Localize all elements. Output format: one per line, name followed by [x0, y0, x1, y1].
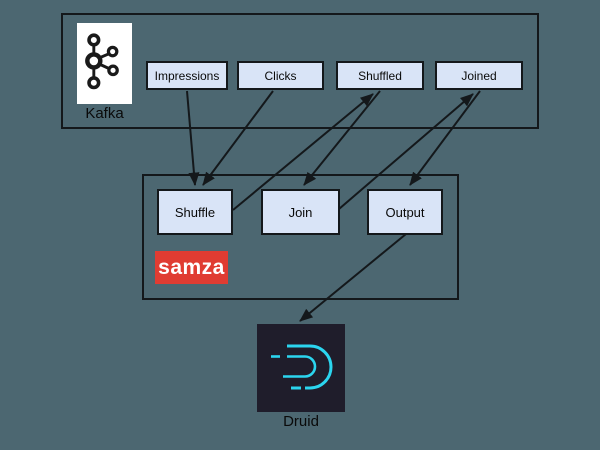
job-join: Join: [261, 189, 340, 235]
druid-logo-icon: [257, 324, 345, 412]
kafka-logo-icon: [77, 23, 132, 104]
kafka-logo-svg: [85, 33, 119, 90]
job-shuffle: Shuffle: [157, 189, 233, 235]
samza-logo: samza: [155, 251, 228, 284]
druid-label: Druid: [283, 413, 319, 430]
topic-clicks: Clicks: [237, 61, 324, 90]
kafka-label: Kafka: [85, 105, 124, 122]
topic-joined: Joined: [435, 61, 523, 90]
druid-logo-svg: [271, 344, 333, 390]
topic-impressions: Impressions: [146, 61, 228, 90]
topic-shuffled: Shuffled: [336, 61, 424, 90]
job-output: Output: [367, 189, 443, 235]
